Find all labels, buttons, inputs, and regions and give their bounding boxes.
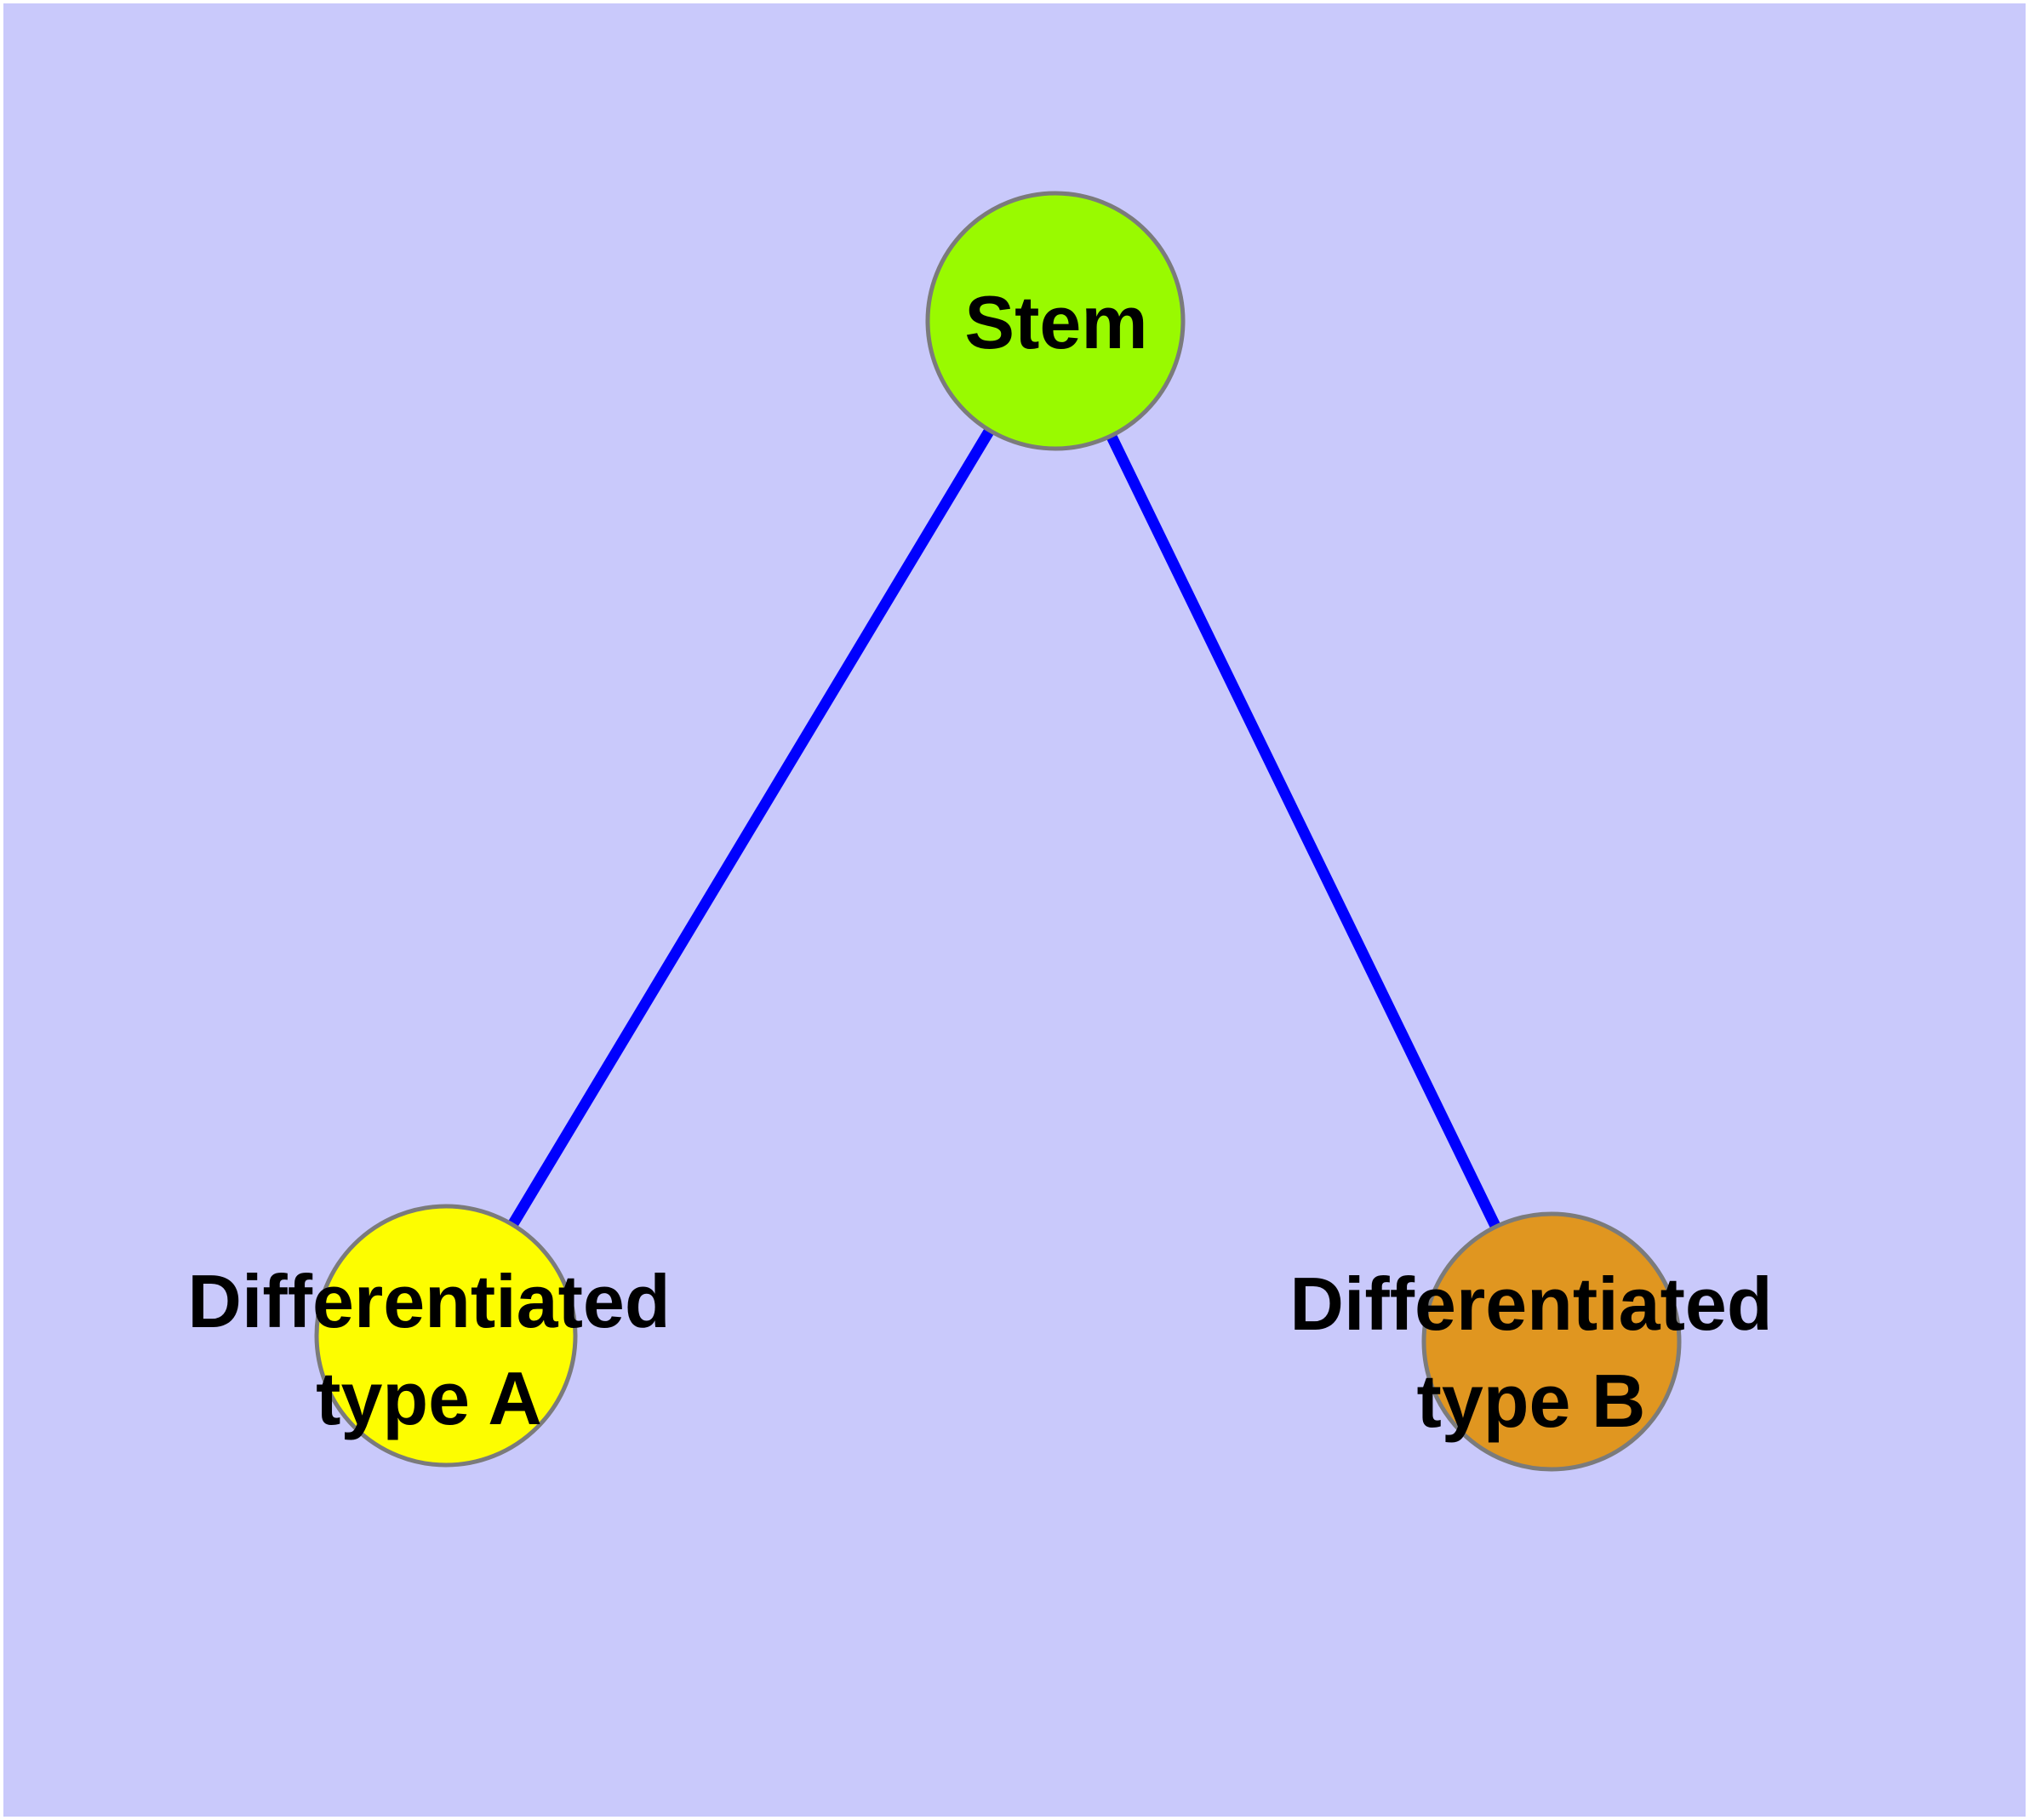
node-stem-label: Stem — [964, 274, 1147, 371]
node-typeB-label: Differentiated type B — [1289, 1256, 1772, 1450]
node-typeB-circle — [1421, 1211, 1682, 1472]
node-typeA-label-line2: type A — [316, 1356, 542, 1440]
edge-stem-to-typeB — [1050, 318, 1557, 1344]
graph — [314, 191, 1682, 1472]
edge-stem-to-typeA — [441, 318, 1060, 1339]
node-typeB-label-line1: Differentiated — [1289, 1262, 1773, 1346]
node-typeA-label-line1: Differentiated — [187, 1259, 671, 1343]
node-stem-label-text: Stem — [964, 280, 1148, 364]
node-typeA-circle — [314, 1204, 578, 1468]
node-typeA-label: Differentiated type A — [187, 1253, 670, 1447]
node-stem-circle — [925, 191, 1186, 451]
node-typeB-label-line2: type B — [1416, 1359, 1646, 1443]
